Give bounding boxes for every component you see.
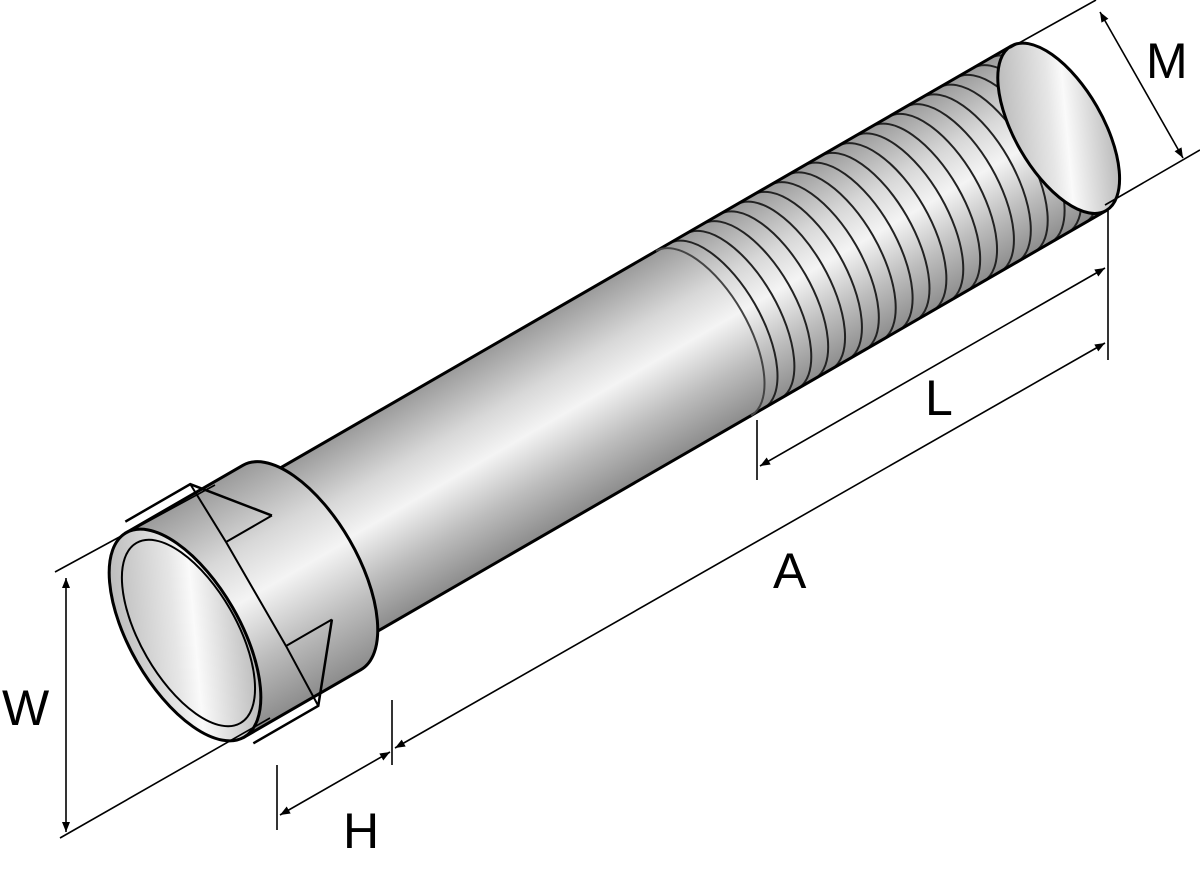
dimension-m-arrow — [1099, 11, 1184, 159]
label-w: W — [2, 680, 50, 736]
hex-head — [107, 460, 380, 745]
dimension-lines — [54, 0, 1200, 839]
label-l: L — [925, 370, 953, 426]
thread-end-face — [996, 41, 1122, 215]
dimension-a-arrow — [394, 342, 1106, 749]
dimension-h-arrow — [279, 751, 391, 816]
bolt — [107, 41, 1122, 745]
thread-section — [653, 41, 1122, 418]
label-a: A — [773, 543, 807, 599]
label-h: H — [343, 803, 379, 859]
label-m: M — [1146, 33, 1188, 89]
thread-ridge — [921, 93, 1032, 263]
thread-ridge — [888, 112, 999, 283]
thread-ridge — [905, 103, 1015, 273]
